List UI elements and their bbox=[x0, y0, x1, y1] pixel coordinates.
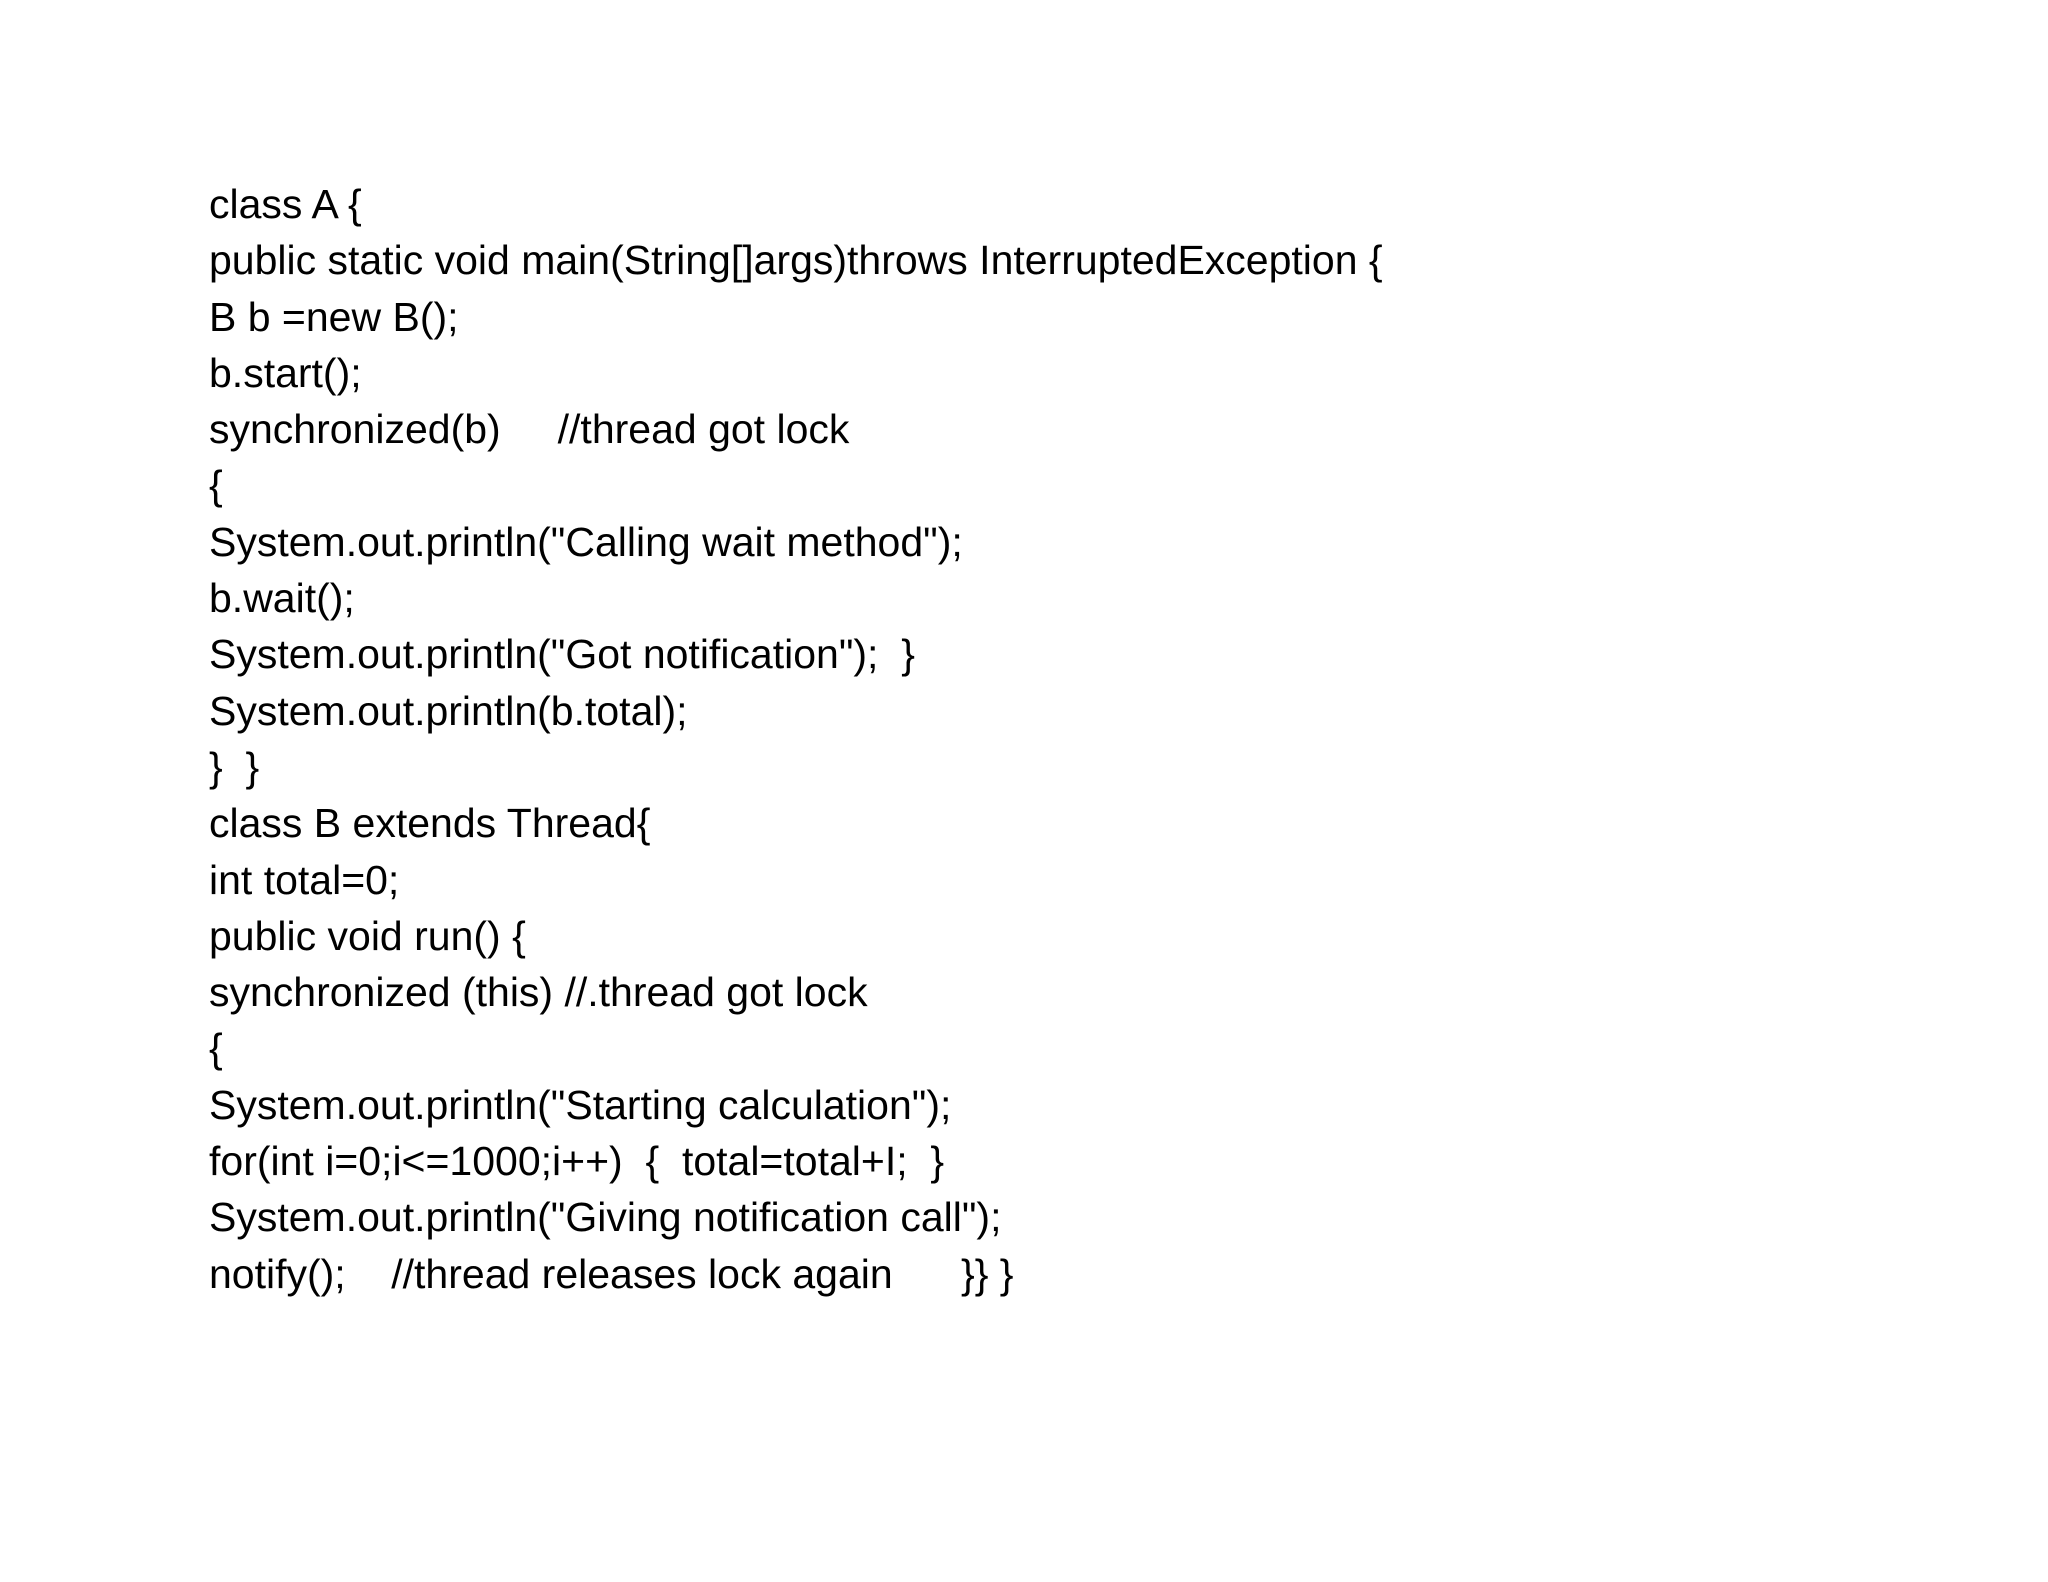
code-line: int total=0; bbox=[209, 856, 400, 903]
code-line: class B extends Thread{ bbox=[209, 800, 651, 847]
code-line: { bbox=[209, 462, 223, 509]
code-line: synchronized(b) //thread got lock bbox=[209, 406, 850, 453]
code-line: System.out.println(b.total); bbox=[209, 687, 688, 734]
code-listing: class A { public static void main(String… bbox=[209, 176, 1383, 1302]
code-line: System.out.println("Calling wait method"… bbox=[209, 518, 963, 565]
code-line: for(int i=0;i<=1000;i++) { total=total+I… bbox=[209, 1138, 945, 1185]
code-line: b.start(); bbox=[209, 349, 362, 396]
code-line: public static void main(String[]args)thr… bbox=[209, 237, 1383, 284]
code-line: synchronized (this) //.thread got lock bbox=[209, 969, 868, 1016]
code-line: b.wait(); bbox=[209, 575, 355, 622]
code-line: notify(); //thread releases lock again }… bbox=[209, 1250, 1014, 1297]
code-line: B b =new B(); bbox=[209, 293, 459, 340]
code-line: System.out.println("Got notification"); … bbox=[209, 631, 915, 678]
code-line: { bbox=[209, 1025, 223, 1072]
code-line: } } bbox=[209, 743, 260, 790]
code-line: class A { bbox=[209, 181, 362, 227]
code-line: System.out.println("Giving notification … bbox=[209, 1194, 1002, 1241]
code-line: public void run() { bbox=[209, 912, 526, 959]
code-line: System.out.println("Starting calculation… bbox=[209, 1081, 952, 1128]
